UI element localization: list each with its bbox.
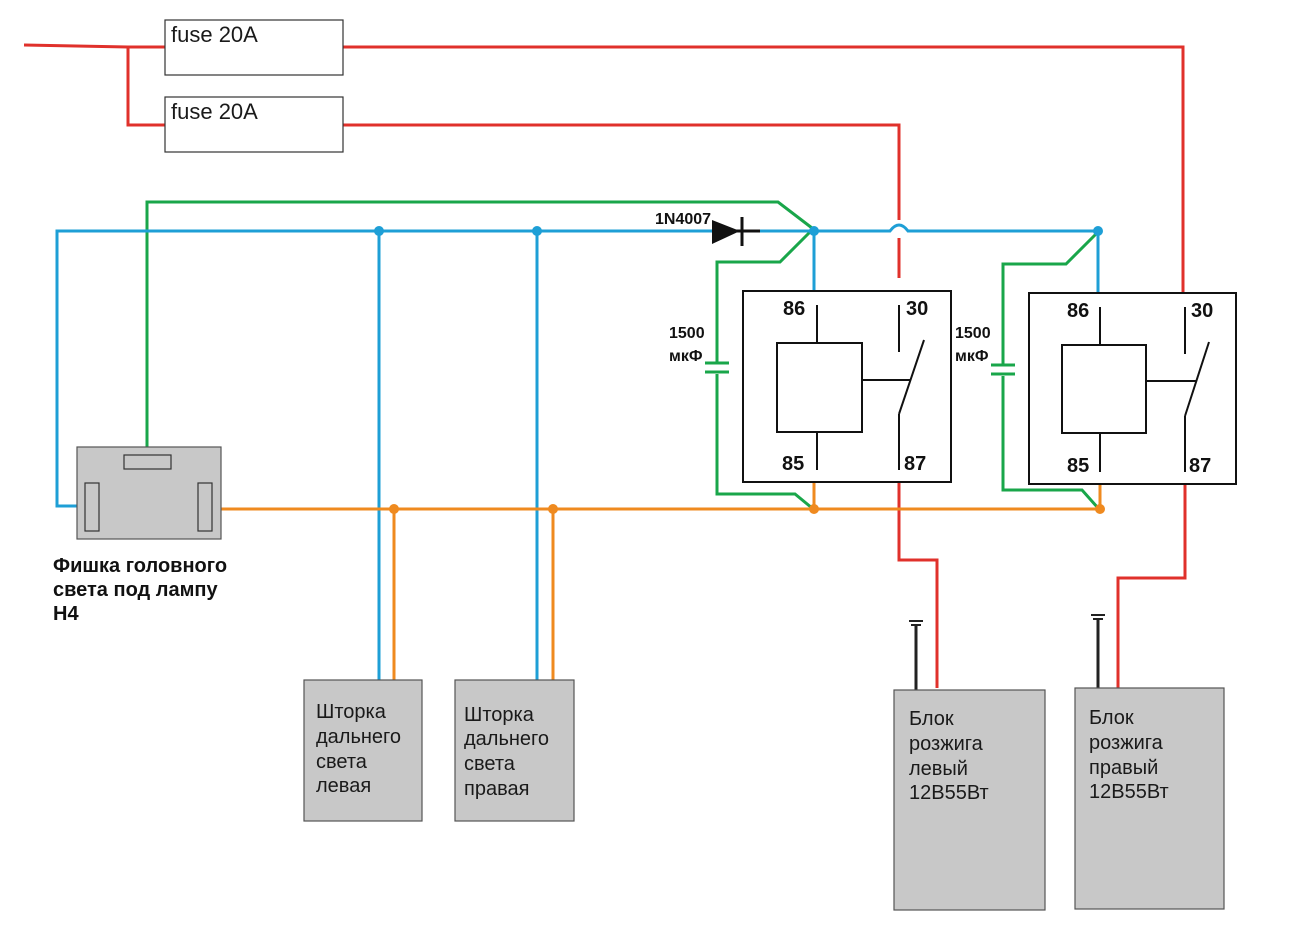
relay-1: 86 30 85 87 <box>742 290 952 483</box>
fuse-1-label: fuse 20A <box>171 22 258 47</box>
ignition-left-line4: 12В55Вт <box>909 782 989 804</box>
shutter-right-line2: дальнего <box>464 728 549 750</box>
relay-2-pin-30: 30 <box>1191 300 1213 322</box>
capacitor-1: 1500 мкФ <box>669 325 729 374</box>
junction-dot <box>1093 226 1103 236</box>
junction-dot <box>809 504 819 514</box>
relay-1-pin-87: 87 <box>904 453 926 475</box>
ignition-block-left: Блок розжига левый 12В55Вт <box>893 620 1046 911</box>
ignition-right-line4: 12В55Вт <box>1089 781 1169 803</box>
junction-dot <box>548 504 558 514</box>
fuse-2-label: fuse 20A <box>171 99 258 124</box>
ignition-right-line2: розжига <box>1089 732 1164 754</box>
shutter-left: Шторка дальнего света левая <box>303 679 423 822</box>
ignition-right-line1: Блок <box>1089 707 1134 729</box>
ignition-left-line1: Блок <box>909 708 954 730</box>
connector-caption-1: Фишка головного <box>53 555 227 577</box>
relay-2-pin-87: 87 <box>1189 455 1211 477</box>
junction-dots <box>374 226 1105 514</box>
connector-pin <box>197 482 213 532</box>
shutter-right-line4: правая <box>464 778 529 800</box>
diode: 1N4007 <box>655 211 760 246</box>
relay-coil <box>776 342 863 433</box>
shutter-left-line3: света <box>316 751 368 773</box>
relay1-out-wire <box>897 470 939 688</box>
junction-dot <box>1095 504 1105 514</box>
ignition-left-line2: розжига <box>909 733 984 755</box>
connector-caption-3: H4 <box>53 603 79 625</box>
capacitor-2: 1500 мкФ <box>955 325 1015 376</box>
relay-1-pin-86: 86 <box>783 298 805 320</box>
power-main-wire <box>23 43 1185 300</box>
ignition-left-line3: левый <box>909 758 968 780</box>
relay-switch <box>1184 341 1210 417</box>
junction-dot <box>389 504 399 514</box>
connector-high-beam-wire <box>145 200 813 455</box>
connector-pin <box>123 454 172 470</box>
control-wires <box>145 200 1100 510</box>
relay1-capacitor-loop <box>715 228 814 510</box>
junction-dot <box>532 226 542 236</box>
junction-dot <box>809 226 819 236</box>
h4-connector: Фишка головного света под лампу H4 <box>53 446 227 625</box>
relay2-out-wire <box>1116 472 1187 688</box>
fuse-1: fuse 20A <box>164 19 344 76</box>
ignition-block-right: Блок розжига правый 12В55Вт <box>1074 614 1225 910</box>
capacitor-1-unit: мкФ <box>669 348 703 365</box>
relay-1-pin-85: 85 <box>782 453 804 475</box>
relay-coil <box>1061 344 1147 434</box>
signal-wires <box>55 223 1100 680</box>
shutter-left-line2: дальнего <box>316 726 401 748</box>
shutter-right-line1: Шторка <box>464 704 535 726</box>
ignition-right-line3: правый <box>1089 757 1158 779</box>
capacitor-1-value: 1500 <box>669 325 705 342</box>
relay2-capacitor-loop <box>1001 230 1100 509</box>
fuse-2: fuse 20A <box>164 96 344 153</box>
shutter-right: Шторка дальнего света правая <box>454 679 575 822</box>
ground-wires <box>206 470 1102 680</box>
capacitor-2-value: 1500 <box>955 325 991 342</box>
signal-bus-wire <box>55 223 1098 508</box>
power-branch-wire <box>126 47 901 278</box>
shutter-right-line3: света <box>464 753 516 775</box>
shutter-left-line4: левая <box>316 775 371 797</box>
junction-dot <box>374 226 384 236</box>
shutter-left-line1: Шторка <box>316 701 387 723</box>
capacitor-2-unit: мкФ <box>955 348 989 365</box>
relay-2: 86 30 85 87 <box>1028 292 1237 485</box>
connector-pin <box>84 482 100 532</box>
relay-2-pin-86: 86 <box>1067 300 1089 322</box>
relay-2-pin-85: 85 <box>1067 455 1089 477</box>
diode-label: 1N4007 <box>655 211 711 228</box>
power-wires <box>23 43 1187 688</box>
relay-1-pin-30: 30 <box>906 298 928 320</box>
connector-caption-2: света под лампу <box>53 579 218 601</box>
relay-switch <box>898 339 925 415</box>
